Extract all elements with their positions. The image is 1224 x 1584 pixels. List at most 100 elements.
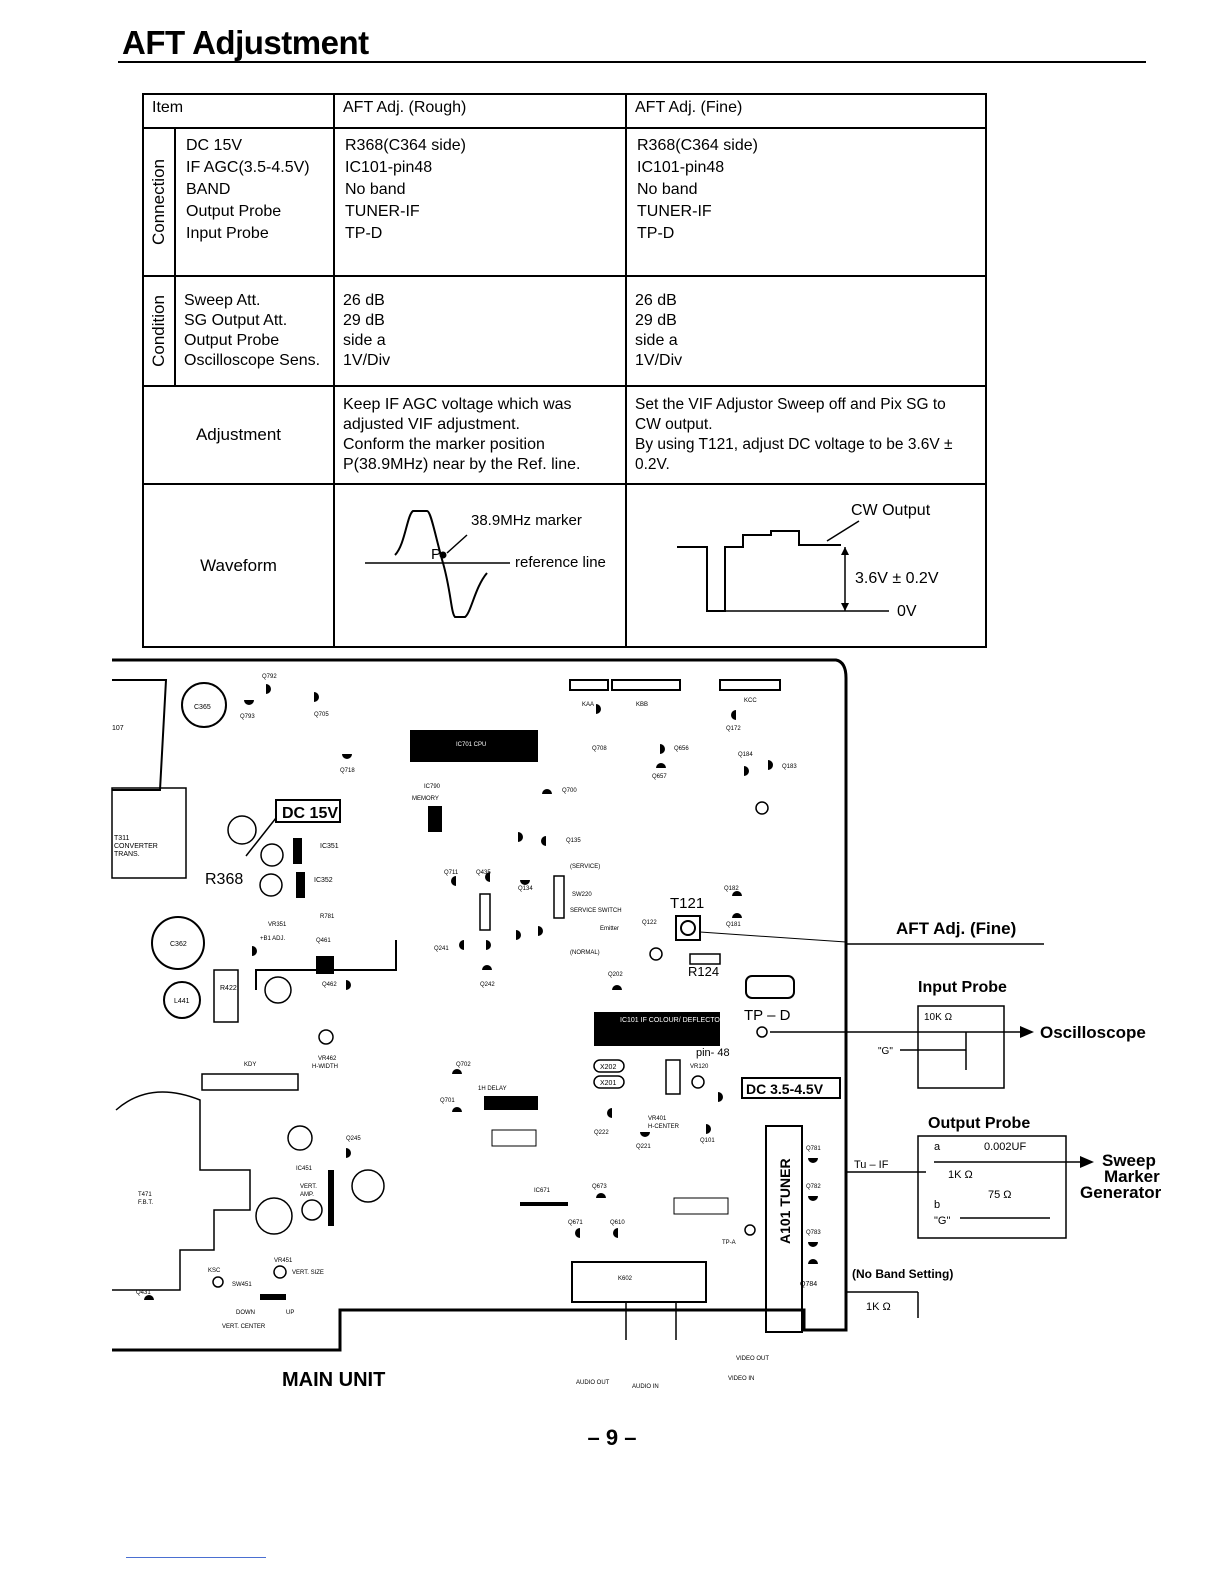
- x201-label: X201: [600, 1080, 616, 1087]
- hwidth-label: H-WIDTH: [312, 1064, 338, 1070]
- crt-neck-outline: [112, 679, 168, 791]
- t121-core: [680, 920, 696, 936]
- q783-label: Q783: [806, 1230, 821, 1236]
- q222-label: Q222: [594, 1130, 609, 1136]
- ic352-chip: [296, 872, 305, 898]
- q782-label: Q782: [806, 1184, 821, 1190]
- adjustment-row: Adjustment Keep IF AGC voltage which was…: [142, 385, 987, 485]
- connection-items: DC 15V IF AGC(3.5-4.5V) BAND Output Prob…: [174, 127, 335, 277]
- tuif-label: Tu – IF: [854, 1159, 889, 1171]
- list-item: 1V/Div: [635, 352, 683, 369]
- q461-label: Q461: [316, 938, 331, 944]
- vr120-circle: [691, 1075, 705, 1089]
- q221-label: Q221: [636, 1144, 651, 1150]
- vert-label: VERT.: [300, 1184, 317, 1190]
- ic451-circle-a: [287, 1125, 313, 1151]
- ic451-circle-b: [255, 1197, 293, 1235]
- memory-label: MEMORY: [412, 796, 439, 802]
- r368-circle: [260, 843, 284, 867]
- ka-connector: [479, 893, 491, 931]
- list-item: Oscilloscope Sens.: [184, 352, 321, 369]
- condition-items: Sweep Att. SG Output Att. Output Probe O…: [174, 275, 335, 387]
- no-band-label: (No Band Setting): [852, 1267, 953, 1281]
- vcenter-label: VERT. CENTER: [222, 1324, 266, 1330]
- q700-label: Q700: [562, 788, 577, 794]
- arrow-up-icon: [841, 547, 849, 555]
- marker-dot: [439, 551, 447, 559]
- x202-crystal: [593, 1059, 625, 1073]
- dc35-label: DC 3.5-4.5V: [746, 1081, 824, 1097]
- dc15-label: DC 15V: [282, 805, 338, 822]
- aft-adjustment-table: Item AFT Adj. (Rough) AFT Adj. (Fine) Co…: [142, 93, 987, 648]
- tuner-label: A101 TUNER: [777, 1158, 793, 1244]
- condition-label-cell: Condition: [142, 275, 176, 387]
- converter-label: CONVERTER: [114, 843, 158, 850]
- dc15-test-point: [227, 815, 257, 845]
- list-item: By using T121, adjust DC voltage to be 3…: [635, 436, 953, 453]
- vr462-label: VR462: [318, 1056, 337, 1062]
- no-band-1k-label: 1K Ω: [866, 1301, 891, 1313]
- list-item: 29 dB: [635, 312, 677, 329]
- tpa-label: TP-A: [722, 1240, 736, 1246]
- service-label: (SERVICE): [570, 864, 600, 870]
- fbt-outline: [112, 1091, 251, 1291]
- list-item: Conform the marker position: [343, 436, 545, 453]
- q172-label: Q172: [726, 726, 741, 732]
- main-unit-board-diagram: C365 107 T311 CONVERTER TRANS. C362 L441…: [111, 658, 1162, 1391]
- q245-label: Q245: [346, 1136, 361, 1142]
- footer-link-rule: [126, 1557, 266, 1558]
- page-number: – 9 –: [587, 1425, 637, 1450]
- connection-row: Connection DC 15V IF AGC(3.5-4.5V) BAND …: [142, 127, 987, 277]
- ic351-chip: [293, 838, 302, 864]
- q135-label: Q135: [566, 838, 581, 844]
- list-item: 0.2V.: [635, 456, 670, 473]
- ic790-label: IC790: [424, 784, 441, 790]
- ic101-chip: [594, 1012, 720, 1046]
- tpa-point: [744, 1224, 756, 1236]
- kcc-label: KCC: [744, 698, 757, 704]
- tpd-pad: [745, 975, 795, 999]
- trans-label: TRANS.: [114, 851, 140, 858]
- condition-fine: 26 dB 29 dB side a 1V/Div: [625, 275, 987, 387]
- down-label: DOWN: [236, 1310, 255, 1316]
- q702-label: Q702: [456, 1062, 471, 1068]
- c362-label: C362: [170, 941, 187, 948]
- q435-label: Q435: [476, 870, 491, 876]
- list-item: Output Probe: [186, 203, 282, 220]
- input-10k-label: 10K Ω: [924, 1012, 953, 1023]
- input-g-label: "G": [878, 1046, 893, 1057]
- list-item: 1V/Div: [343, 352, 391, 369]
- kaa-connector: [569, 679, 609, 691]
- c365-circle: [181, 682, 227, 728]
- list-item: No band: [637, 181, 698, 198]
- dc35-callout-box: [741, 1077, 841, 1099]
- list-item: Sweep Att.: [184, 292, 261, 309]
- kbb-connector: [611, 679, 681, 691]
- x101-crystal: [665, 1059, 681, 1095]
- q781-label: Q781: [806, 1146, 821, 1152]
- vr351-label: VR351: [268, 922, 287, 928]
- vr351-circle: [264, 976, 292, 1004]
- output-cap-label: 0.002UF: [984, 1141, 1026, 1153]
- ic451-circle-d: [351, 1169, 385, 1203]
- vr401-label: VR401: [648, 1116, 667, 1122]
- transistor-glyphs: [144, 684, 818, 1300]
- r422-box: [213, 969, 239, 1023]
- b1adj-label: +B1 ADJ.: [260, 936, 286, 942]
- list-item: TP-D: [345, 225, 383, 242]
- list-item: Set the VIF Adjustor Sweep off and Pix S…: [635, 396, 946, 413]
- t121-label: T121: [670, 895, 704, 912]
- q671-label: Q671: [568, 1220, 583, 1226]
- arrow-right-icon: [1080, 1156, 1094, 1168]
- q182-label: Q182: [724, 886, 739, 892]
- vr462-circle: [318, 1029, 334, 1045]
- q705-label: Q705: [314, 712, 329, 718]
- l441-circle: [163, 981, 201, 1019]
- list-item: DC 15V: [186, 137, 243, 154]
- marker-arrow: [446, 534, 468, 554]
- ic352-circle: [259, 873, 283, 897]
- c365-label: C365: [194, 704, 211, 711]
- ic101-label: IC101 IF COLOUR/ DEFLECTON: [620, 1017, 725, 1024]
- header-rough: AFT Adj. (Rough): [333, 93, 627, 129]
- t311-label: T311: [114, 835, 130, 842]
